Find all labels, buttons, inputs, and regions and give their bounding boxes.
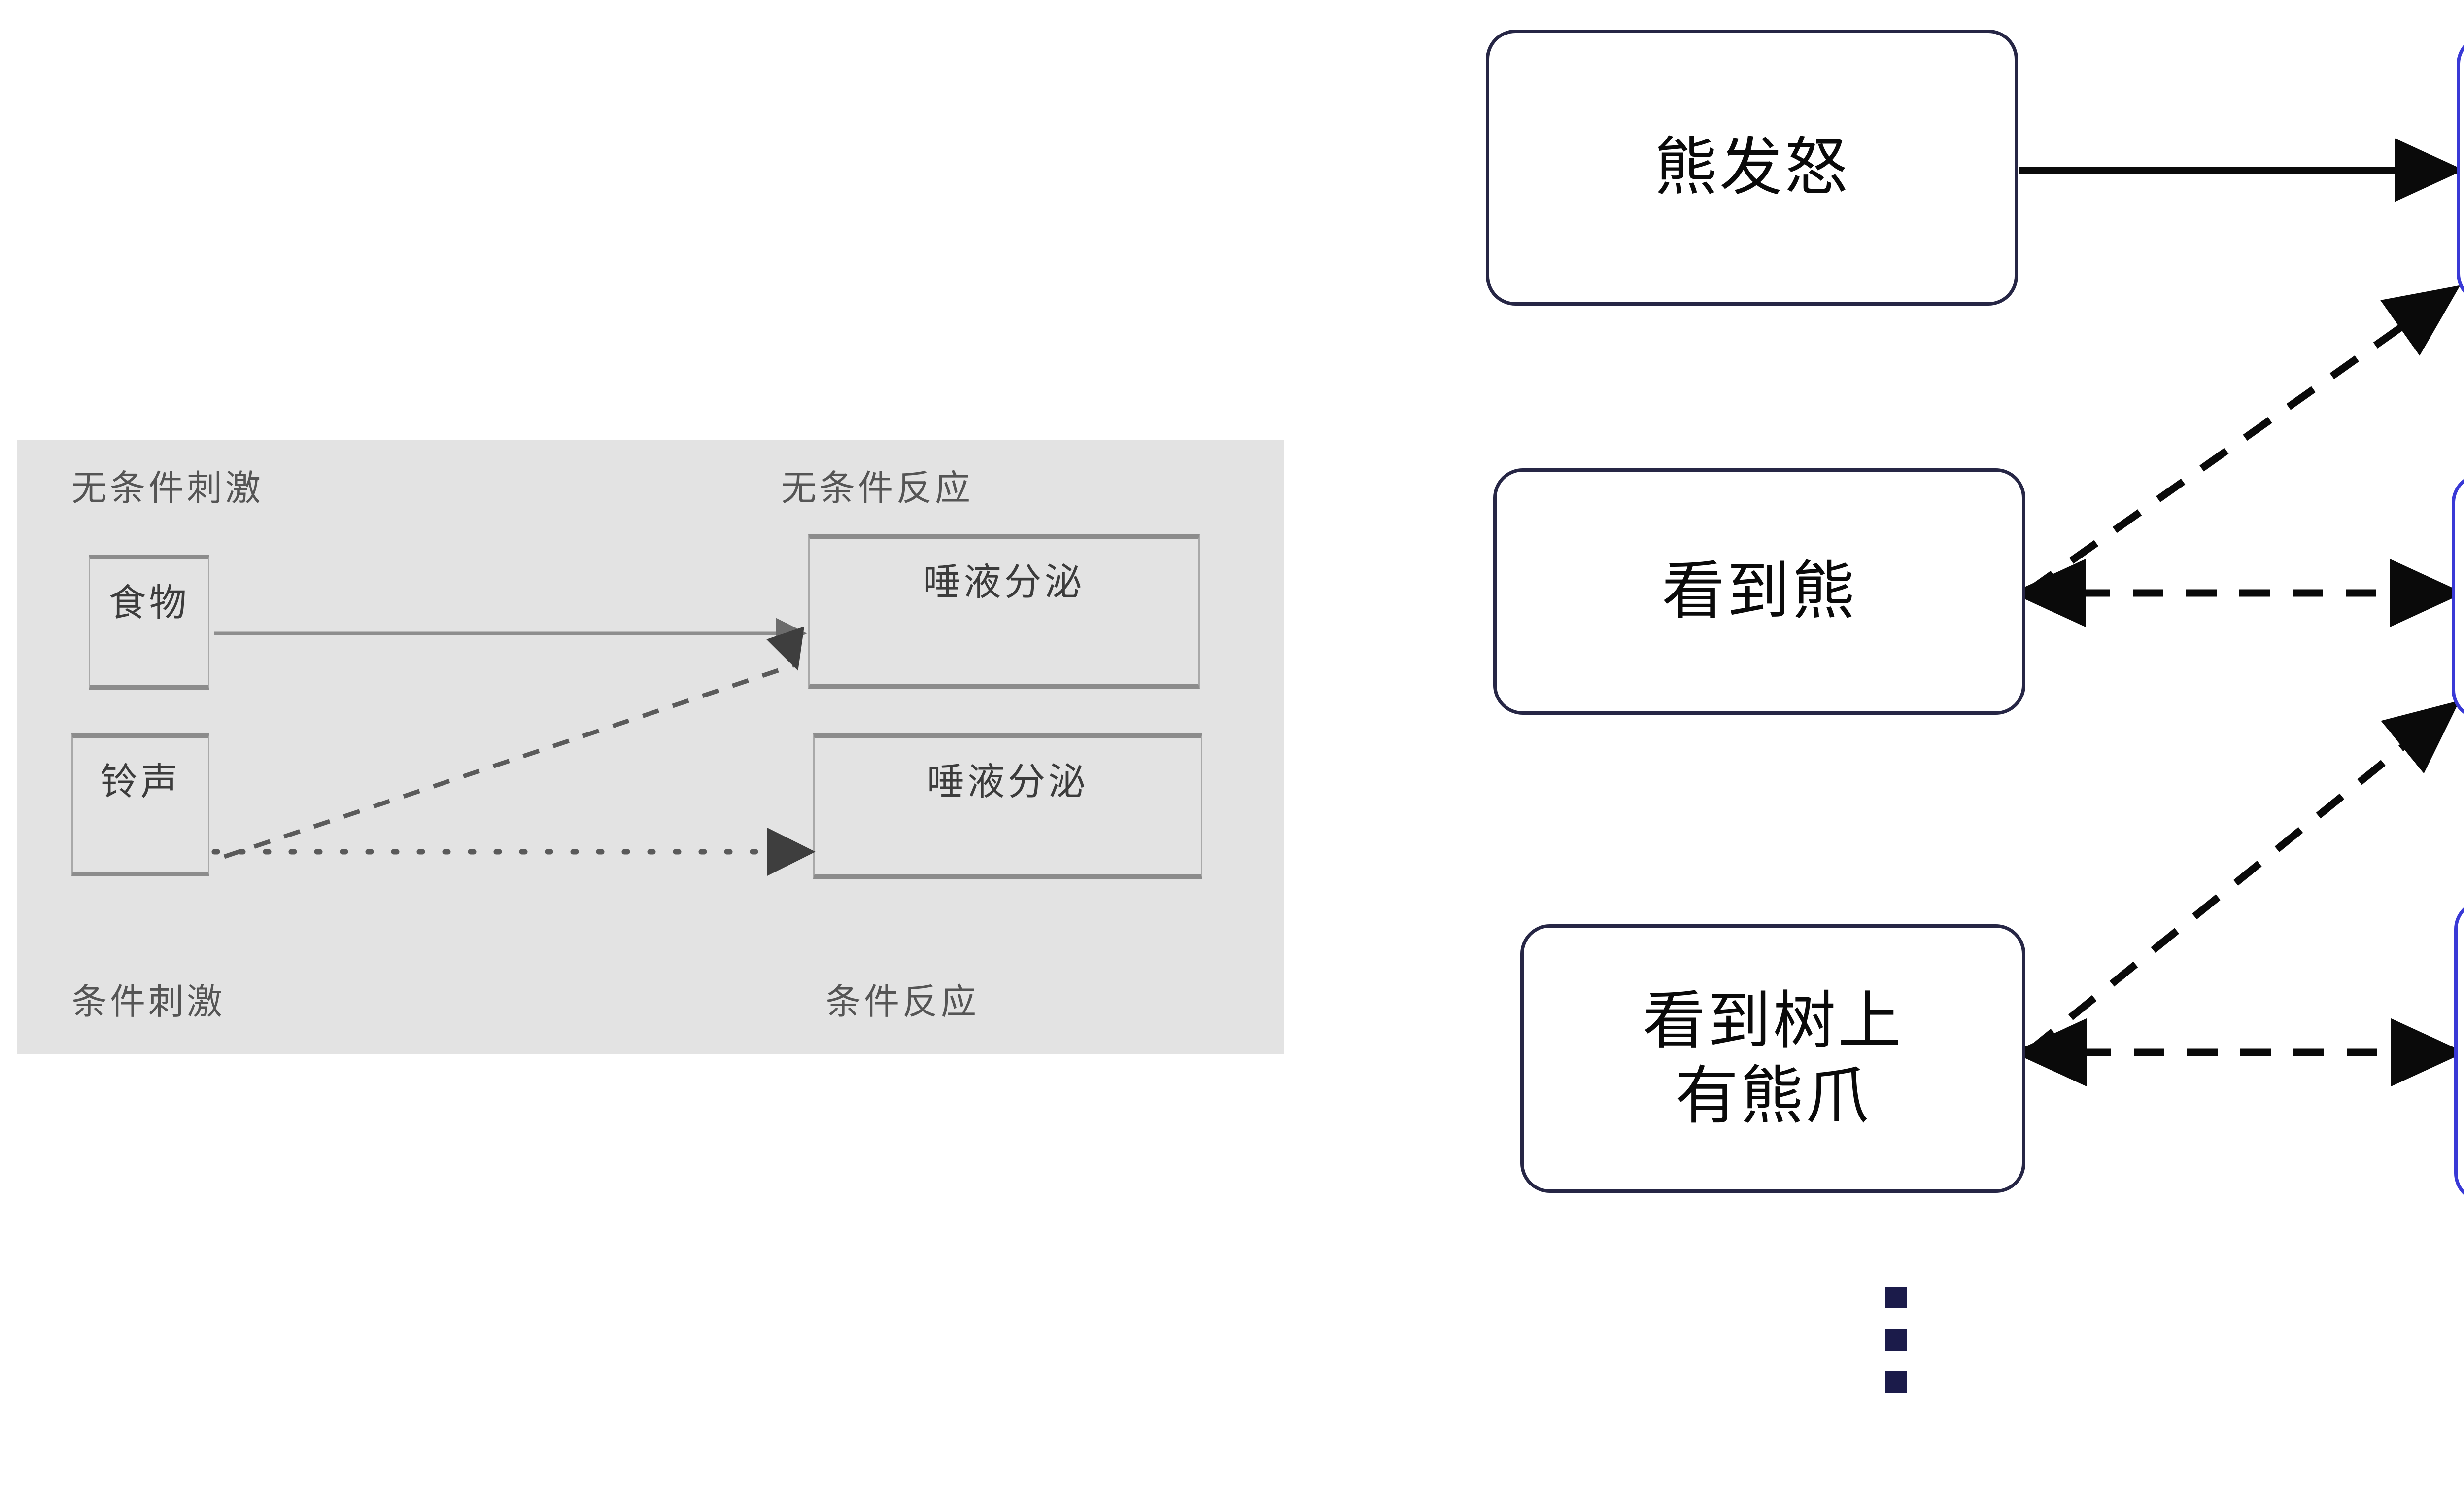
box-see-bear-paw-line1: 看到树上	[1643, 986, 1903, 1057]
box-value-next-state: V(s′)	[2452, 473, 2464, 720]
box-bear-angry-label: 熊发怒	[1654, 132, 1849, 203]
box-bell: 铃声	[71, 733, 209, 876]
ellipsis-dot	[1885, 1371, 1907, 1393]
box-salivation-bottom: 唾液分泌	[813, 733, 1202, 879]
classical-conditioning-panel: 无条件刺激 无条件反应 条件刺激 条件反应 食物 铃声 唾液分泌 唾液分泌	[17, 440, 1284, 1054]
arrow-bell-to-salivation-top	[223, 627, 804, 859]
label-conditioned-response: 条件反应	[825, 982, 980, 1022]
ellipsis-states	[1885, 1287, 1907, 1393]
box-see-bear-paw-label: 看到树上 有熊爪	[1643, 984, 1903, 1133]
box-food-label: 食物	[108, 582, 190, 624]
box-food: 食物	[89, 555, 209, 690]
label-unconditioned-response: 无条件反应	[781, 469, 974, 508]
td-learning-diagram: 熊发怒 看到熊 看到树上 有熊爪 奖励 V(s′) V(s)	[1429, 0, 2464, 1499]
box-salivation-bottom-label: 唾液分泌	[927, 761, 1089, 803]
box-see-bear: 看到熊	[1493, 468, 2025, 715]
label-conditioned-stimulus: 条件刺激	[71, 982, 226, 1022]
box-see-bear-paw: 看到树上 有熊爪	[1520, 924, 2025, 1193]
box-salivation-top-label: 唾液分泌	[923, 561, 1085, 603]
arrow-paw-to-vsprime	[2027, 700, 2460, 1054]
ellipsis-dot	[1885, 1287, 1907, 1308]
box-salivation-top: 唾液分泌	[808, 534, 1200, 689]
box-bear-angry: 熊发怒	[1486, 30, 2018, 306]
box-see-bear-label: 看到熊	[1661, 556, 1857, 627]
box-reward: 奖励	[2457, 35, 2464, 303]
classical-conditioning-connectors	[211, 618, 816, 876]
arrow-see-to-reward	[2025, 285, 2461, 595]
ellipsis-dot	[1885, 1329, 1907, 1351]
label-unconditioned-stimulus: 无条件刺激	[71, 469, 264, 508]
box-bell-label: 铃声	[100, 761, 181, 803]
td-connectors	[2012, 138, 2464, 1086]
box-value-state: V(s)	[2454, 900, 2464, 1203]
box-see-bear-paw-line2: 有熊爪	[1675, 1060, 1871, 1131]
